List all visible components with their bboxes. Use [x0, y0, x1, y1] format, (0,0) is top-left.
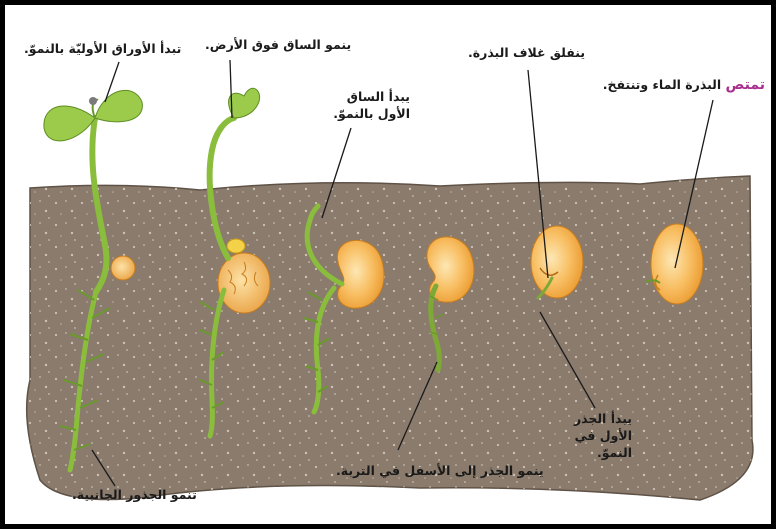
label-stem-begins: يبدأ الساق الأول بالنموّ. — [318, 88, 410, 122]
label-root-begins-text: يبدأ الجذر الأول في النموّ. — [574, 411, 632, 460]
label-leaves-begin: تبدأ الأوراق الأوليّة بالنموّ. — [24, 40, 181, 57]
label-absorb: تمتص البذرة الماء وتنتفخ. — [575, 76, 765, 94]
label-absorb-rest: البذرة الماء وتنتفخ. — [603, 77, 721, 92]
stage-2-seed — [531, 226, 583, 298]
label-root-begins: يبدأ الجذر الأول في النموّ. — [560, 410, 632, 461]
label-absorb-highlight: تمتص — [726, 77, 765, 93]
label-stem-above: ينمو الساق فوق الأرض. — [205, 36, 351, 53]
label-stem-begins-text: يبدأ الساق الأول بالنموّ. — [333, 89, 410, 121]
label-root-down: ينمو الجذر إلى الأسفل في التربة. — [336, 462, 544, 479]
label-lateral-roots: تنمو الجذور الجانبية. — [72, 486, 197, 503]
label-coat-splits: ينفلق غلاف البذرة. — [468, 44, 585, 61]
